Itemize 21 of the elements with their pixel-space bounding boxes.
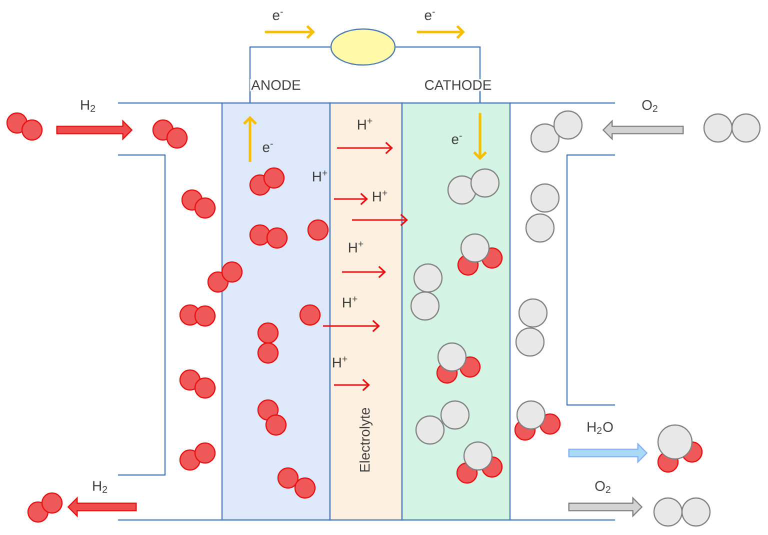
layer-label: CATHODE [423, 79, 493, 91]
species-label: e$^{-}$ [452, 136, 462, 144]
species-label: H$^{+}$ [332, 356, 348, 368]
species-label: O$_{2}$ [642, 100, 658, 112]
species-label: H$^{+}$ [312, 170, 328, 182]
layer-label: ANODE [250, 79, 302, 91]
species-label: e$^{-}$ [262, 144, 273, 152]
species-label: H$^{+}$ [358, 118, 372, 130]
species-label: H$_{2}$O [588, 422, 613, 434]
species-label: H$_{2}$ [93, 481, 108, 493]
electrolyte-layer [329, 102, 403, 521]
species-label: H$_{2}$ [81, 100, 96, 112]
load-ellipse [330, 28, 396, 66]
species-label: e$^{-}$ [272, 12, 283, 20]
species-label: H$^{+}$ [348, 242, 364, 252]
electrode-layer [221, 102, 331, 521]
species-label: e$^{-}$ [424, 12, 435, 20]
species-label: H$^{+}$ [372, 190, 388, 202]
species-label: O$_{2}$ [595, 481, 610, 493]
species-label: H$^{+}$ [342, 296, 358, 308]
layer-label: Electrolyte [358, 406, 374, 474]
